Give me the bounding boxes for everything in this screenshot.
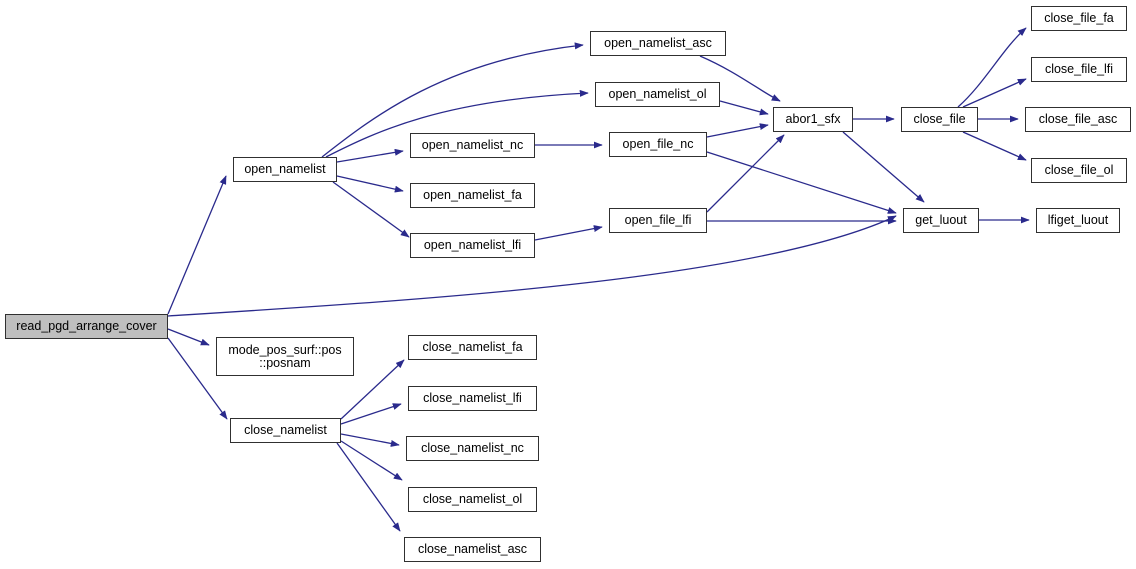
- node-label-close_file_ol: close_file_ol: [1044, 163, 1114, 177]
- node-get_luout[interactable]: get_luout: [903, 208, 979, 233]
- node-close_namelist[interactable]: close_namelist: [230, 418, 341, 443]
- node-open_namelist[interactable]: open_namelist: [233, 157, 337, 182]
- edge-read_pgd_arrange_cover-to-open_namelist: [167, 175, 227, 315]
- edge-read_pgd_arrange_cover-to-get_luout: [167, 215, 897, 317]
- edge-close_namelist-to-close_namelist_ol: [340, 440, 403, 481]
- edge-open_namelist-to-open_namelist_asc: [321, 42, 584, 158]
- node-open_namelist_asc[interactable]: open_namelist_asc: [590, 31, 726, 56]
- edge-open_namelist-to-open_namelist_fa: [336, 175, 404, 193]
- node-label-close_namelist_ol: close_namelist_ol: [422, 492, 523, 506]
- node-abor1_sfx[interactable]: abor1_sfx: [773, 107, 853, 132]
- node-label-close_namelist_fa: close_namelist_fa: [422, 340, 523, 354]
- node-label-close_namelist_nc: close_namelist_nc: [421, 441, 524, 455]
- node-label-get_luout: get_luout: [915, 213, 967, 227]
- edge-close_file-to-close_file_lfi: [962, 78, 1027, 108]
- edge-close_file-to-close_file_fa: [957, 27, 1027, 108]
- edge-read_pgd_arrange_cover-to-close_namelist: [167, 337, 228, 420]
- node-close_file_ol[interactable]: close_file_ol: [1031, 158, 1127, 183]
- node-label-close_file_fa: close_file_fa: [1044, 11, 1114, 25]
- node-open_namelist_fa[interactable]: open_namelist_fa: [410, 183, 535, 208]
- edge-open_file_nc-to-get_luout: [706, 151, 897, 214]
- node-open_namelist_ol[interactable]: open_namelist_ol: [595, 82, 720, 107]
- node-close_file_lfi[interactable]: close_file_lfi: [1031, 57, 1127, 82]
- node-label-open_namelist: open_namelist: [244, 162, 326, 176]
- node-label-open_namelist_asc: open_namelist_asc: [604, 36, 712, 50]
- edge-open_namelist_lfi-to-open_file_lfi: [534, 225, 603, 241]
- node-label-close_namelist_lfi: close_namelist_lfi: [423, 391, 522, 405]
- edge-open_namelist_asc-to-abor1_sfx: [699, 55, 781, 102]
- node-read_pgd_arrange_cover[interactable]: read_pgd_arrange_cover: [5, 314, 168, 339]
- edge-close_namelist-to-close_namelist_lfi: [340, 403, 402, 425]
- node-label-open_namelist_fa: open_namelist_fa: [423, 188, 522, 202]
- node-label-open_file_lfi: open_file_lfi: [624, 213, 692, 227]
- edge-open_file_nc-to-abor1_sfx: [706, 123, 769, 138]
- node-open_file_lfi[interactable]: open_file_lfi: [609, 208, 707, 233]
- edge-open_namelist_ol-to-abor1_sfx: [719, 100, 769, 116]
- node-label-lfiget_luout: lfiget_luout: [1047, 213, 1109, 227]
- edge-close_file-to-close_file_ol: [962, 131, 1027, 161]
- edge-open_namelist-to-open_namelist_ol: [325, 89, 589, 158]
- node-lfiget_luout[interactable]: lfiget_luout: [1036, 208, 1120, 233]
- edge-close_namelist-to-close_namelist_nc: [340, 433, 400, 447]
- node-close_namelist_ol[interactable]: close_namelist_ol: [408, 487, 537, 512]
- node-label-mode_pos_surf: mode_pos_surf::pos ::posnam: [228, 342, 342, 370]
- edge-close_namelist-to-close_namelist_asc: [336, 442, 401, 532]
- node-close_namelist_lfi[interactable]: close_namelist_lfi: [408, 386, 537, 411]
- edge-open_namelist-to-open_namelist_lfi: [332, 181, 410, 238]
- edge-open_namelist-to-open_namelist_nc: [336, 148, 404, 163]
- node-label-close_namelist: close_namelist: [244, 423, 327, 437]
- node-label-open_namelist_lfi: open_namelist_lfi: [423, 238, 522, 252]
- edge-close_namelist-to-close_namelist_fa: [340, 359, 405, 420]
- node-close_file_asc[interactable]: close_file_asc: [1025, 107, 1131, 132]
- node-label-close_namelist_asc: close_namelist_asc: [417, 542, 528, 556]
- node-label-close_file_asc: close_file_asc: [1038, 112, 1118, 126]
- node-open_namelist_lfi[interactable]: open_namelist_lfi: [410, 233, 535, 258]
- node-close_namelist_fa[interactable]: close_namelist_fa: [408, 335, 537, 360]
- edge-read_pgd_arrange_cover-to-mode_pos_surf: [167, 328, 210, 346]
- node-close_file[interactable]: close_file: [901, 107, 978, 132]
- node-mode_pos_surf[interactable]: mode_pos_surf::pos ::posnam: [216, 337, 354, 376]
- node-label-open_namelist_nc: open_namelist_nc: [421, 138, 524, 152]
- node-label-open_file_nc: open_file_nc: [622, 137, 694, 151]
- node-close_file_fa[interactable]: close_file_fa: [1031, 6, 1127, 31]
- edge-abor1_sfx-to-get_luout: [842, 131, 925, 203]
- node-close_namelist_asc[interactable]: close_namelist_asc: [404, 537, 541, 562]
- node-open_namelist_nc[interactable]: open_namelist_nc: [410, 133, 535, 158]
- node-open_file_nc[interactable]: open_file_nc: [609, 132, 707, 157]
- edge-open_file_lfi-to-abor1_sfx: [706, 134, 785, 213]
- node-label-read_pgd_arrange_cover: read_pgd_arrange_cover: [16, 319, 157, 333]
- node-close_namelist_nc[interactable]: close_namelist_nc: [406, 436, 539, 461]
- node-label-open_namelist_ol: open_namelist_ol: [608, 87, 707, 101]
- node-label-close_file: close_file: [913, 112, 966, 126]
- node-label-abor1_sfx: abor1_sfx: [785, 112, 841, 126]
- node-label-close_file_lfi: close_file_lfi: [1044, 62, 1114, 76]
